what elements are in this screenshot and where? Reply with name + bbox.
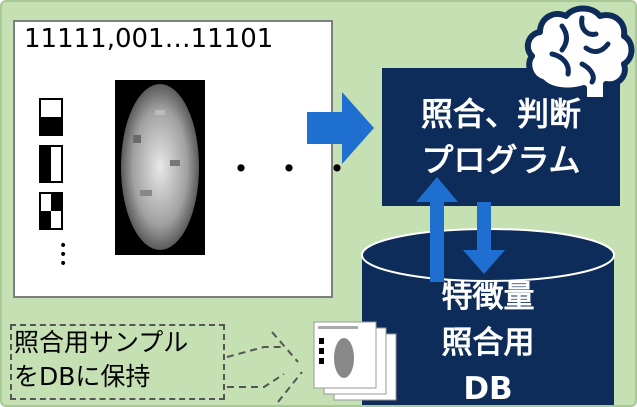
feature-pattern-3: [39, 192, 63, 230]
feature-continuation-dots: •••: [59, 238, 68, 272]
program-line-2: プログラム: [421, 141, 581, 179]
brain-icon: [524, 5, 635, 103]
program-line-1: 照合、判断: [420, 95, 581, 133]
document-stack-icon: [313, 321, 397, 401]
ellipsis-dots: ・・・: [224, 150, 368, 190]
binary-code-label: 11111,001…11101: [24, 24, 274, 54]
note-box: 照合用サンプル をDBに保持: [10, 324, 225, 400]
note-line-2: をDBに保持: [14, 362, 151, 391]
note-line-1: 照合用サンプル: [14, 328, 189, 357]
database-line-3: DB: [463, 371, 513, 407]
sample-ellipse-image: [115, 80, 205, 255]
database-label: 特徴量 照合用 DB: [360, 274, 616, 407]
dashed-arrow-upper: [226, 331, 299, 363]
database-line-2: 照合用: [441, 325, 535, 361]
database-line-1: 特徴量: [441, 279, 535, 315]
feature-pattern-1: [39, 98, 63, 136]
feature-pattern-column: [39, 98, 63, 239]
feature-pattern-2: [39, 145, 63, 183]
dashed-arrow-lower: [227, 371, 303, 403]
